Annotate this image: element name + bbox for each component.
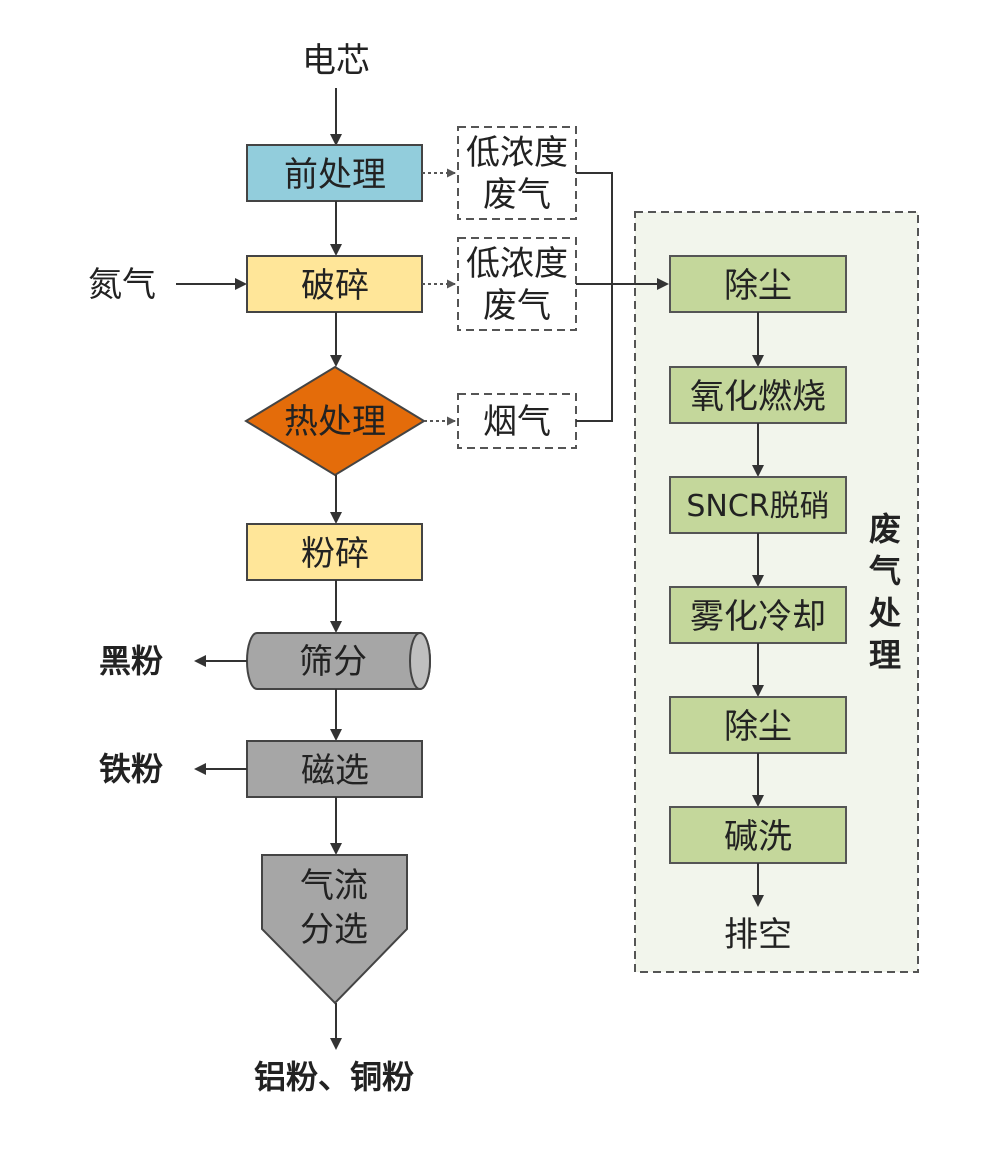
gas-step-label: 氧化燃烧 xyxy=(690,377,826,417)
pulverizing-box xyxy=(246,523,423,581)
emission-box-1 xyxy=(457,126,577,220)
crushing-label: 破碎 xyxy=(301,266,369,306)
heat-treatment-label: 热处理 xyxy=(284,402,386,442)
gas-title-char-3: 处 xyxy=(868,594,901,632)
input-cell-label: 电芯 xyxy=(302,41,370,81)
collector-line xyxy=(576,172,613,422)
gas-step-box xyxy=(669,806,847,864)
emission-1-line1: 低浓度 xyxy=(466,133,568,173)
emission-2-line2: 废气 xyxy=(483,286,551,326)
pretreatment-box xyxy=(246,144,423,202)
input-nitrogen-label: 氮气 xyxy=(88,265,156,305)
gas-step-label: SNCR脱硝 xyxy=(686,489,829,524)
screening-label: 筛分 xyxy=(299,642,367,682)
emission-box-3 xyxy=(457,393,577,449)
pretreatment-label: 前处理 xyxy=(284,155,386,195)
screening-cylinder xyxy=(246,632,431,690)
magnetic-label: 磁选 xyxy=(301,751,369,791)
gas-step-box xyxy=(669,696,847,754)
gas-step-box xyxy=(669,366,847,424)
gas-title-char-4: 理 xyxy=(869,636,901,674)
output-iron-powder: 铁粉 xyxy=(99,750,163,788)
gas-step-label: 除尘 xyxy=(724,707,792,747)
gas-title-char-1: 废 xyxy=(869,510,901,548)
airflow-label-line1: 气流 xyxy=(300,866,368,906)
emission-3-label: 烟气 xyxy=(483,402,551,442)
exhaust-label: 排空 xyxy=(724,915,792,955)
gas-step-label: 雾化冷却 xyxy=(690,597,826,637)
gas-step-box xyxy=(669,586,847,644)
crushing-box xyxy=(246,255,423,313)
emission-2-line1: 低浓度 xyxy=(466,244,568,284)
output-al-cu-powder: 铝粉、铜粉 xyxy=(254,1058,414,1096)
gas-step-label: 碱洗 xyxy=(724,817,792,857)
airflow-separator xyxy=(261,854,408,1005)
output-black-powder: 黑粉 xyxy=(99,642,163,680)
gas-step-box xyxy=(669,476,847,534)
airflow-label-line2: 分选 xyxy=(300,910,368,950)
emission-box-2 xyxy=(457,237,577,331)
gas-step-label: 除尘 xyxy=(724,266,792,306)
gas-title-char-2: 气 xyxy=(869,552,901,590)
emission-1-line2: 废气 xyxy=(483,175,551,215)
pulverizing-label: 粉碎 xyxy=(301,534,369,574)
